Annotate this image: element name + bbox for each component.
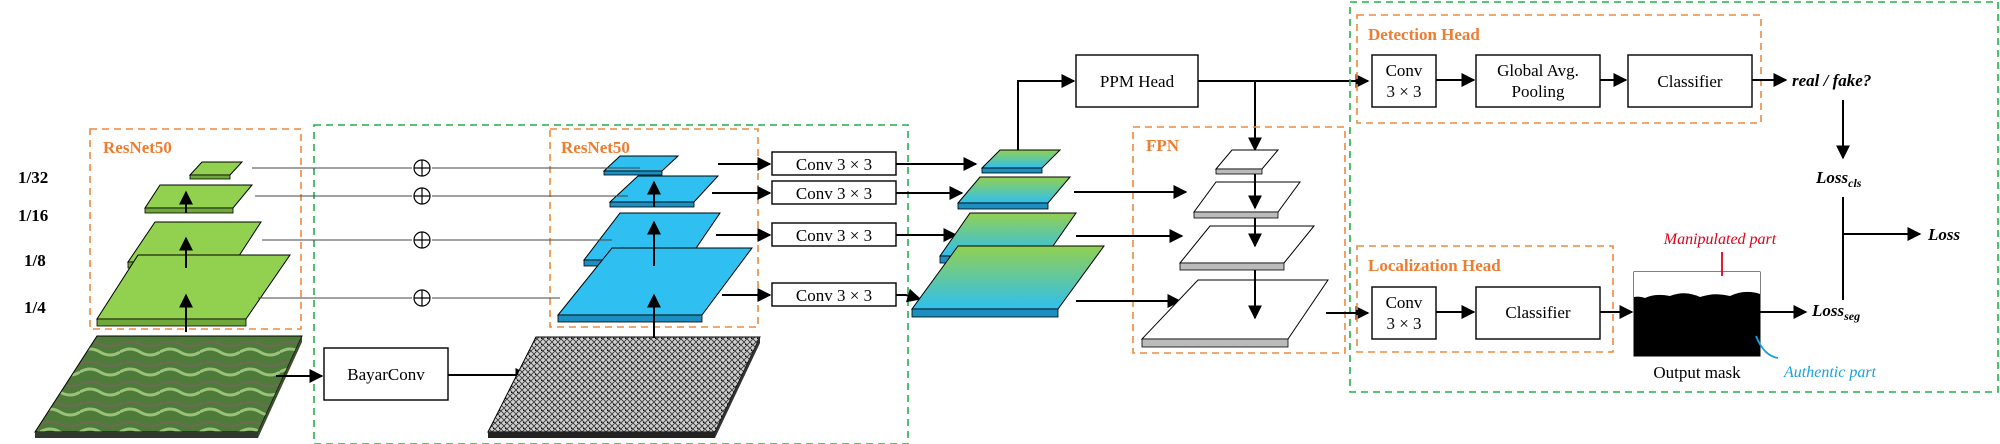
detection-conv-label-2: 3 × 3 [1386,82,1421,101]
fpn-title: FPN [1146,136,1180,155]
plus-icon [413,159,431,177]
fpn-pyramid [1074,149,1329,348]
localization-conv-label-1: Conv [1386,293,1423,312]
loss-cls-label: Losscls [1815,168,1862,190]
resnet-left-box [89,128,302,330]
plus-icon [413,187,431,205]
fpn-box [1132,126,1346,354]
detection-head-title: Detection Head [1368,25,1480,44]
scale-label-1-16: 1/16 [18,206,48,225]
input-image [34,335,303,438]
detection-head-box [1356,14,1762,124]
output-mask-image [1633,271,1761,357]
global-pooling-label-2: Pooling [1512,82,1565,101]
output-mask-label: Output mask [1653,363,1741,382]
noise-residual-image [487,336,761,438]
resnet-left-pyramid [96,161,291,332]
scale-label-1-32: 1/32 [18,168,48,187]
plus-icon [413,231,431,249]
resnet-right-pyramid [556,155,753,338]
conv-label-3: Conv 3 × 3 [796,226,872,245]
detection-conv-label-1: Conv [1386,61,1423,80]
conv-label-4: Conv 3 × 3 [796,286,872,305]
detection-classifier-box [1627,54,1753,108]
authentic-part-label: Authentic part [1783,364,1877,381]
resnet-right-title: ResNet50 [561,138,630,157]
resnet-left-title: ResNet50 [103,138,172,157]
localization-classifier-label: Classifier [1505,303,1570,322]
localization-head-title: Localization Head [1368,256,1501,275]
loss-total-label: Loss [1927,225,1961,244]
conv-label-2: Conv 3 × 3 [796,184,872,203]
conv-label-1: Conv 3 × 3 [796,155,872,174]
ppm-head-label: PPM Head [1100,72,1175,91]
localization-conv-label-2: 3 × 3 [1386,314,1421,333]
scale-label-1-4: 1/4 [24,298,46,317]
plus-icon [413,289,431,307]
loss-cls-subscript: cls [1848,176,1862,190]
heads-box [1349,1,1999,393]
global-pooling-box [1475,54,1601,108]
global-pooling-label-1: Global Avg. [1497,61,1579,80]
scale-label-1-8: 1/8 [24,251,46,270]
localization-classifier-box [1475,286,1601,340]
fused-feature-pyramid [911,149,1105,318]
loss-seg-subscript: seg [1843,309,1860,323]
detection-classifier-label: Classifier [1657,72,1722,91]
real-fake-label: real / fake? [1792,71,1871,90]
feature-fusion-links [252,167,640,299]
loss-seg-label: Lossseg [1811,301,1860,323]
bayarconv-label: BayarConv [347,365,425,384]
manipulated-part-label: Manipulated part [1663,231,1777,248]
